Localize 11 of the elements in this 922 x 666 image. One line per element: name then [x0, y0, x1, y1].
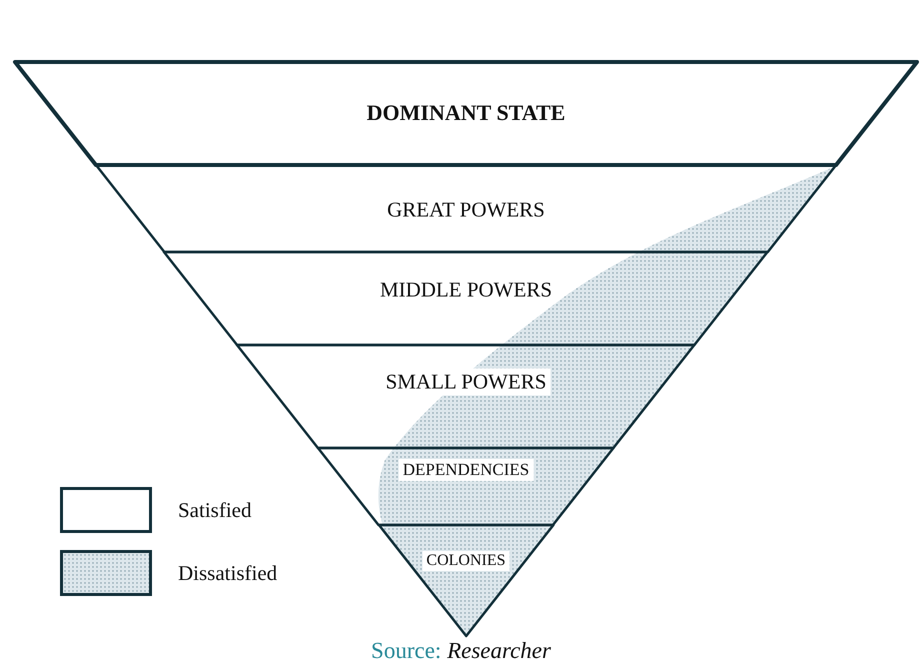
pyramid-tier	[378, 525, 554, 636]
pyramid-tier	[15, 62, 917, 165]
tier-label: COLONIES	[422, 551, 510, 571]
legend-label: Satisfied	[178, 498, 252, 522]
pyramid-tier	[318, 448, 614, 525]
source-caption: Source: Researcher	[370, 638, 552, 664]
pyramid-tier	[96, 165, 836, 252]
tier-label: DEPENDENCIES	[398, 459, 534, 481]
legend-label: Dissatisfied	[178, 560, 278, 586]
pyramid-tier	[237, 345, 695, 448]
pyramid-tier	[164, 252, 768, 345]
